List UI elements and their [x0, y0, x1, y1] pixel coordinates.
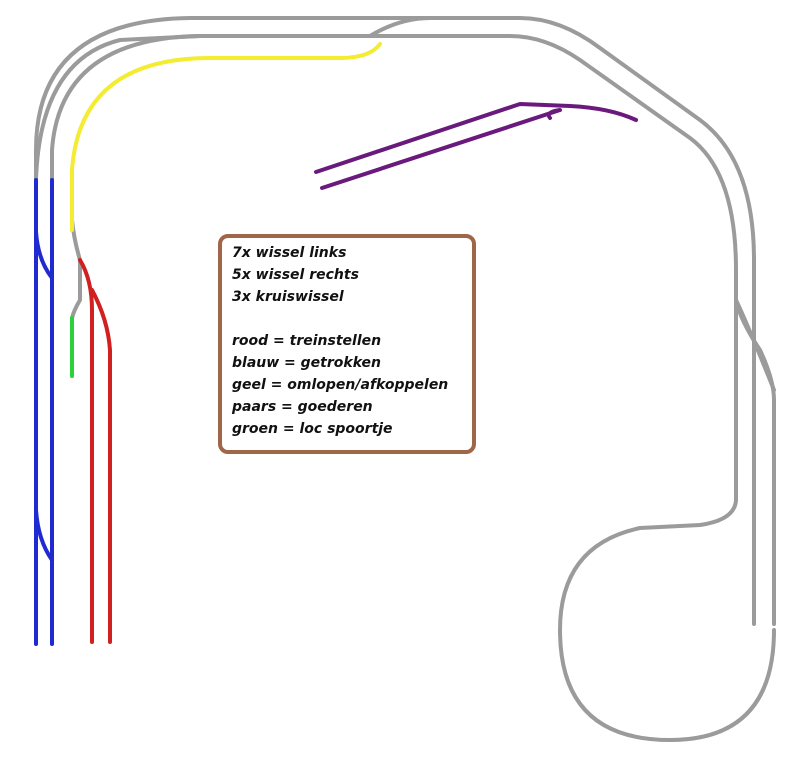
legend-yellow: geel = omlopen/afkoppelen [232, 377, 449, 393]
track-crossover-top [368, 16, 432, 38]
track-top-left-branch [34, 34, 202, 182]
legend-red: rood = treinstellen [232, 333, 382, 349]
track-purple-1 [314, 102, 638, 174]
legend-blue: blauw = getrokken [232, 355, 381, 371]
track-red-1 [78, 258, 94, 644]
track-crossover-right [734, 298, 776, 392]
legend-box: 7x wissel links 5x wissel rechts 3x krui… [218, 234, 476, 454]
track-blue-switch-1 [34, 230, 54, 280]
legend-spacer [232, 308, 462, 330]
track-purple-2 [320, 108, 562, 190]
track-left-grey [70, 218, 82, 320]
track-outer-main [34, 16, 756, 626]
track-yellow [70, 42, 382, 232]
legend-count-right: 5x wissel rechts [232, 267, 359, 283]
legend-green: groen = loc spoortje [232, 421, 393, 437]
legend-count-left: 7x wissel links [232, 245, 347, 261]
track-inner-main [50, 34, 776, 626]
track-red-2 [90, 288, 112, 644]
legend-count-cross: 3x kruiswissel [232, 289, 344, 305]
track-blue-switch-2 [34, 508, 54, 562]
legend-purple: paars = goederen [232, 399, 373, 415]
track-loop [558, 298, 776, 742]
